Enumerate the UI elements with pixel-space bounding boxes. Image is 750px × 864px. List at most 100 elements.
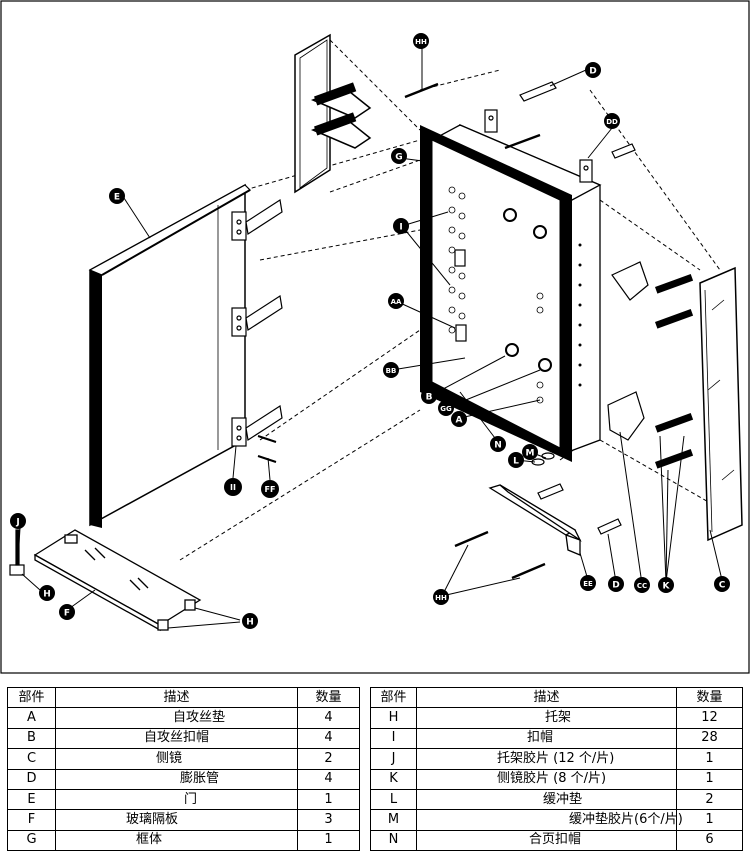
hinge-screws [257, 435, 277, 463]
svg-text:HH: HH [415, 38, 427, 46]
shelf-bracket-clip [9, 529, 25, 576]
part-quantity: 4 [297, 768, 360, 790]
svg-text:DD: DD [606, 118, 618, 126]
part-quantity: 1 [676, 768, 743, 790]
svg-text:A: A [456, 416, 463, 426]
callout-N: N [490, 436, 506, 452]
header-part: 部件 [370, 686, 417, 709]
callout-K: K [658, 577, 674, 593]
part-description: 缓冲垫 [416, 788, 677, 811]
svg-text:II: II [230, 483, 236, 492]
callout-F: F [59, 604, 75, 620]
callout-II: II [224, 478, 242, 496]
glass-shelf [33, 529, 202, 632]
table-row: J 托架胶片 (12 个/片) 1 [370, 748, 743, 770]
exploded-assembly-diagram: E J H F H II FF HH D DD G I AA BB B GG A… [0, 0, 750, 674]
table-row: N 合页扣帽 6 [370, 829, 743, 852]
leader-lines [17, 48, 723, 629]
callout-B: B [421, 388, 437, 404]
table-row: B 自攻丝扣帽 4 [7, 727, 360, 750]
table-row: G 框体 1 [7, 829, 360, 852]
part-quantity: 3 [297, 809, 360, 831]
callout-FF: FF [261, 480, 279, 498]
top-wall-screw [404, 82, 439, 99]
svg-text:B: B [426, 393, 433, 403]
part-code: K [370, 768, 417, 790]
part-code: C [7, 748, 56, 770]
hinge-middle [231, 294, 283, 337]
side-mirror-right [699, 266, 743, 542]
callout-H-right: H [242, 613, 258, 629]
part-description: 膨胀管 [55, 768, 298, 790]
svg-text:C: C [719, 581, 726, 591]
svg-text:HH: HH [435, 594, 447, 602]
callout-HH-bottom: HH [433, 589, 449, 605]
part-code: J [370, 748, 417, 770]
table-row: A 自攻丝垫 4 [7, 707, 360, 729]
svg-text:J: J [15, 518, 19, 528]
callout-L: L [508, 452, 524, 468]
callout-D-top: D [585, 62, 601, 78]
part-code: M [370, 809, 417, 831]
svg-text:FF: FF [265, 485, 276, 494]
part-code: G [7, 829, 56, 852]
part-description: 托架 [416, 707, 677, 729]
side-mirror-left-strip [294, 33, 372, 194]
part-quantity: 1 [676, 809, 743, 831]
part-code: I [370, 727, 417, 750]
part-description: 门 [55, 788, 298, 811]
part-description: 托架胶片 (12 个/片) [416, 748, 677, 770]
hinge-top [231, 198, 283, 241]
svg-text:I: I [399, 223, 402, 233]
header-quantity: 数量 [676, 686, 743, 709]
callout-CC: CC [634, 577, 650, 593]
part-code: D [7, 768, 56, 790]
part-description: 合页扣帽 [416, 829, 677, 852]
part-quantity: 1 [297, 788, 360, 811]
svg-text:F: F [64, 609, 70, 619]
table-row: I 扣帽 28 [370, 727, 743, 750]
callout-G: G [391, 148, 407, 164]
part-quantity: 6 [676, 829, 743, 852]
callout-AA: AA [388, 293, 404, 309]
part-description: 侧镜 [55, 748, 298, 770]
table-row: K 侧镜胶片 (8 个/片) 1 [370, 768, 743, 790]
part-description: 自攻丝扣帽 [55, 727, 298, 750]
svg-text:CC: CC [637, 582, 647, 590]
svg-text:H: H [246, 618, 254, 628]
part-code: E [7, 788, 56, 811]
table-row: L 缓冲垫 2 [370, 788, 743, 811]
header-description: 描述 [416, 686, 677, 709]
part-description: 自攻丝垫 [55, 707, 298, 729]
callout-H-left: H [39, 585, 55, 601]
callout-HH-top: HH [413, 33, 429, 49]
bottom-wall-anchors [537, 483, 622, 535]
cabinet-frame [420, 109, 602, 462]
part-code: B [7, 727, 56, 750]
part-quantity: 1 [297, 829, 360, 852]
table-row: E 门 1 [7, 788, 360, 811]
diagram-frame [0, 0, 750, 674]
svg-text:E: E [114, 193, 120, 203]
callout-J: J [10, 513, 26, 529]
part-description: 扣帽 [416, 727, 677, 750]
table-row: C 侧镜 2 [7, 748, 360, 770]
svg-text:GG: GG [440, 405, 452, 413]
callout-A: A [451, 411, 467, 427]
part-quantity: 4 [297, 727, 360, 750]
part-code: L [370, 788, 417, 811]
svg-text:G: G [395, 153, 402, 163]
header-quantity: 数量 [297, 686, 360, 709]
callout-M: M [522, 444, 538, 460]
table-header-row: 部件 描述 数量 [370, 686, 743, 709]
parts-table-right: 部件 描述 数量 H 托架 12 I 扣帽 28 J 托架胶片 (12 个/片)… [370, 686, 743, 852]
bumper-pads [531, 452, 555, 466]
svg-text:D: D [589, 67, 596, 77]
part-code: N [370, 829, 417, 852]
part-quantity: 4 [297, 707, 360, 729]
bottom-mounting-bracket [488, 484, 582, 556]
part-description: 框体 [55, 829, 298, 852]
svg-text:EE: EE [583, 580, 593, 588]
door [88, 183, 283, 528]
bottom-wall-screws [454, 530, 546, 580]
